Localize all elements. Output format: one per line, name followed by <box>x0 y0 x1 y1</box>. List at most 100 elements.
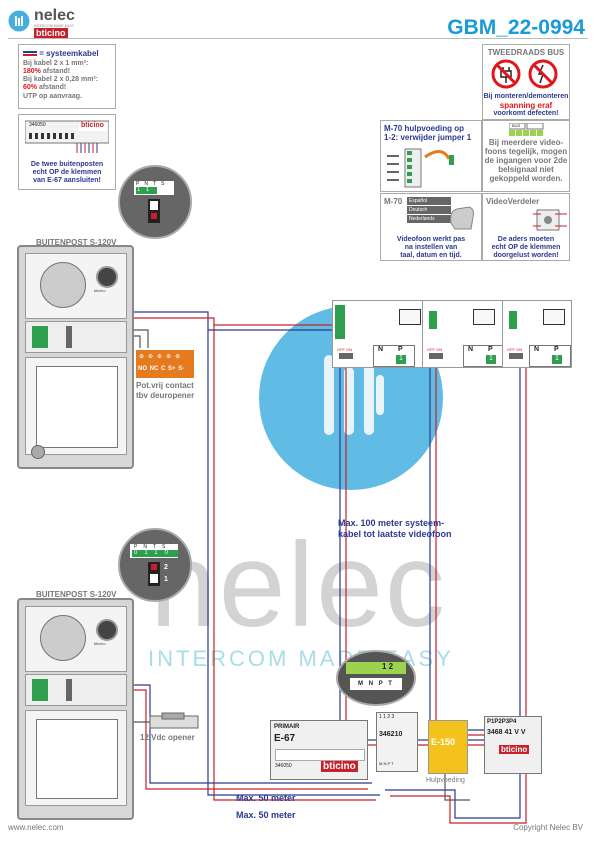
opener-label: 12 Vdc opener <box>140 733 195 742</box>
logo-name: nelec <box>34 7 75 24</box>
document-code: GBM_22-0994 <box>447 16 585 39</box>
vd-code: 3468 41 <box>487 729 513 736</box>
m70-lang-title: M-70 <box>384 197 403 206</box>
m70-power-title2: 1-2: verwijder jumper 1 <box>384 133 472 142</box>
distance-note-line2: kabel tot laatste videofoon <box>338 529 452 539</box>
legend-line1: Bij kabel 2 x 1 mm²: <box>23 60 89 67</box>
videoverdeler-note: VideoVerdeler De aders moeten echt OP de… <box>482 193 570 261</box>
bus-text2: foons tegelijk, mogen <box>484 147 568 156</box>
videoverdeler-title: VideoVerdeler <box>486 197 540 206</box>
outpost1-lower-frame <box>25 357 127 455</box>
warning-tweedraads: TWEEDRAADS BUS Bij monteren/demonteren s… <box>482 44 570 120</box>
e150-caption: Hulpvoeding <box>426 777 465 784</box>
cable-symbol-icon <box>23 51 37 57</box>
dip1-labels: PNTS <box>136 181 170 187</box>
logo-brand: bticino <box>34 28 68 38</box>
legend-line3: Bij kabel 2 x 0,28 mm²: <box>23 76 99 83</box>
watermark-word: nelec <box>150 518 447 652</box>
distance-note-line1: Max. 100 meter systeem- <box>338 518 445 528</box>
monitor-1: OFF ON N P 1 <box>332 300 424 368</box>
bus-text1: Bij meerdere video- <box>488 138 564 147</box>
door-opener-icon <box>149 712 199 729</box>
e67-name: E-67 <box>274 733 296 744</box>
e67-module: PRIMAIR E-67 346050 bticino <box>270 720 368 780</box>
logo-tagline: INTERCOM MADE EASY <box>34 24 75 28</box>
monitor-3: OFF ON N P 1 <box>502 300 572 368</box>
dip2-switch <box>148 562 160 586</box>
m70-lang-text1: Videofoon werkt pas <box>396 236 466 243</box>
bus-note: BUS Bij meerdere video- foons tegelijk, … <box>482 120 570 192</box>
e67-code: 346050 <box>275 763 292 769</box>
hand-pointer-icon <box>450 206 474 230</box>
e67-note-brand: bticino <box>81 122 104 129</box>
dip-zoom-2: PNTS 0110 2 1 <box>118 528 192 602</box>
max50-label-b: Max. 50 meter <box>236 810 296 820</box>
mod346210: 1 1 2 3 346210 M N P T <box>376 712 418 772</box>
videoverdeler-text3: doorgelust worden! <box>493 252 559 259</box>
lang-option-german: Deutsch <box>407 206 451 214</box>
e67-note-text3: van E-67 aansluiten! <box>33 177 101 184</box>
m70-lang-text3: taal, datum en tijd. <box>400 252 462 259</box>
e67-brand: bticino <box>321 761 358 772</box>
relay-screw-icons: ⊕⊕⊕⊕⊕ <box>139 354 185 360</box>
outpost1-title: BUITENPOST S-120V <box>36 238 117 247</box>
legend-title: = systeemkabel <box>39 49 99 58</box>
outpost2-camera-module: bticino <box>25 606 127 672</box>
video-distributor: P1P2P3P4 3468 41 V V bticino <box>484 716 542 774</box>
mod346210-zoom: 1 2 M N P T <box>336 650 416 706</box>
camera-icon <box>96 266 118 288</box>
m70-language-note: M-70 Español Deutsch Nederlands Videofoo… <box>380 193 482 261</box>
speaker-icon <box>40 262 86 308</box>
no-power-plug-icon <box>491 59 558 89</box>
dip-zoom-1: PNTS 11 <box>118 165 192 239</box>
bus-terminal-icon <box>509 123 544 136</box>
e67-note-text2: echt OP de klemmen <box>32 169 102 176</box>
warning-line2: spanning eraf <box>499 101 553 110</box>
outpost2-title: BUITENPOST S-120V <box>36 590 117 599</box>
outpost2-lower-frame <box>25 710 127 806</box>
relay-caption2: tbv deuropener <box>136 391 195 400</box>
dip1-values: 11 <box>136 187 157 194</box>
mod346210-zoom-terms: M N P T <box>350 678 402 690</box>
m70-lang-text2: na instellen van <box>404 244 458 251</box>
e150-name: E-150 <box>431 737 456 747</box>
e67-note-code: 346050 <box>29 122 46 128</box>
m70-power-note: M-70 hulpvoeding op 1-2: verwijder jumpe… <box>380 120 482 192</box>
relay-module: ⊕⊕⊕⊕⊕ NO NC C S+ S- <box>136 350 194 378</box>
footer-url: www.nelec.com <box>8 823 64 832</box>
m70-jumper-icon <box>387 148 454 188</box>
vd-ports: P1P2P3P4 <box>487 719 517 725</box>
screw-icon <box>31 445 45 459</box>
max50-label-a: Max. 50 meter <box>236 793 296 803</box>
relay-terminals: NO NC C S+ S- <box>138 366 185 372</box>
dip2-values: 0110 <box>132 550 178 557</box>
monitor-screen-icon <box>543 309 565 325</box>
warning-title: TWEEDRAADS BUS <box>487 48 565 57</box>
outpost1-panel: bticino <box>17 245 134 469</box>
footer-copyright: Copyright Nelec BV <box>513 823 583 832</box>
outpost2-terminal-block <box>25 674 127 706</box>
e67-note-text1: De twee buitenposten <box>30 161 104 168</box>
lang-option-dutch: Nederlands <box>407 215 451 223</box>
dip2-labels: PNTS <box>134 544 172 550</box>
outpost1-terminal-block <box>25 321 127 353</box>
e67-note: 346050 bticino De twee buitenposten echt… <box>18 114 116 190</box>
warning-line3: voorkomt defecten! <box>493 110 559 117</box>
e67-module-icon <box>25 120 109 153</box>
bus-text5: gekoppeld worden. <box>489 174 563 183</box>
videoverdeler-text2: echt OP de klemmen <box>491 244 561 251</box>
e150-power-supply: E-150 <box>428 720 468 774</box>
vd-brand: bticino <box>499 745 530 754</box>
camera-icon <box>96 619 118 641</box>
legend-pct-60: 60% <box>23 84 38 91</box>
monitor-2: OFF ON N P 1 <box>422 300 514 368</box>
m70-power-title1: M-70 hulpvoeding op <box>384 124 464 133</box>
relay-caption1: Pot.vrij contact <box>136 381 194 390</box>
dip1-switch <box>148 199 160 223</box>
warning-line1: Bij monteren/demonteren <box>483 93 569 100</box>
outpost1-camera-module: bticino <box>25 253 127 319</box>
bus-label: BUS <box>512 123 521 128</box>
header-divider <box>8 38 588 39</box>
mod346210-code: 346210 <box>379 731 403 738</box>
videoverdeler-terminal-icon <box>533 209 567 231</box>
